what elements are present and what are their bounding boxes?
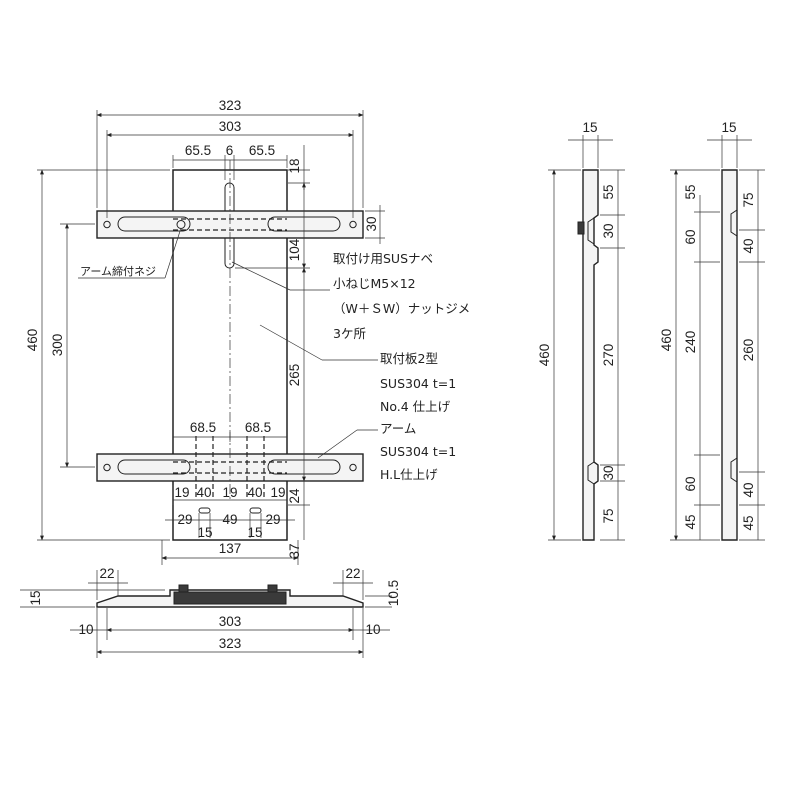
dim-18: 18 [287,158,302,173]
side2-profile [721,169,738,541]
dim-323-bottom: 323 [219,636,242,651]
bottom-arm-hole-left [103,463,111,472]
dim-29-left: 29 [177,512,192,527]
label-mount-line2: 小ねじM5×12 [333,276,416,291]
dim-side2-45a: 45 [683,514,698,529]
dim-265: 265 [287,364,302,387]
dim-15-right: 15 [247,525,262,540]
dim-37: 37 [287,543,302,558]
dim-side2-15: 15 [721,120,736,135]
dim-side2-40b: 40 [741,482,756,497]
dim-side2-55: 55 [683,184,698,199]
dim-6: 6 [226,143,234,158]
bottom-arm-hole-right [349,463,357,472]
dim-side1-15: 15 [582,120,597,135]
bottom-arm-slot-left [117,459,191,475]
dim-seg-40a: 40 [196,485,211,500]
dim-460-front: 460 [25,329,40,352]
dim-68-5-left: 68.5 [190,420,216,435]
side1-screw [577,221,585,235]
dim-300: 300 [50,334,65,357]
dim-side2-60b: 60 [683,476,698,491]
label-plate-line1: 取付板2型 [380,351,438,366]
dim-seg-19b: 19 [222,485,237,500]
dim-side2-40a: 40 [741,238,756,253]
label-arm-screw: アーム締付ネジ [80,264,156,278]
dim-10-right: 10 [365,622,380,637]
dim-side2-60a: 60 [683,229,698,244]
dim-seg-19a: 19 [174,485,189,500]
label-mount-line1: 取付け用SUSナベ [333,251,433,266]
dim-49: 49 [222,512,237,527]
dim-side1-30a: 30 [601,223,616,238]
dim-15-left: 15 [197,525,212,540]
label-arm-line2: SUS304 t=1 [380,444,456,459]
dim-10-left: 10 [78,622,93,637]
front-view: 323 303 65.5 6 65.5 18 104 30 460 [25,98,470,565]
label-mount-line4: 3ケ所 [333,326,366,341]
label-plate-line2: SUS304 t=1 [380,376,456,391]
dim-22-right: 22 [345,566,360,581]
dim-side2-260: 260 [741,339,756,362]
dim-side1-75: 75 [601,508,616,523]
dim-303-bottom: 303 [219,614,242,629]
dim-side1-460: 460 [537,344,552,367]
dim-65-5-left: 65.5 [185,143,211,158]
dim-side2-75: 75 [741,192,756,207]
dim-104: 104 [287,238,302,261]
bottom-view: 22 22 15 10.5 10 10 303 323 [20,566,401,658]
dim-side2-45b: 45 [741,515,756,530]
label-arm-line1: アーム [380,421,416,436]
dim-side2-240: 240 [683,331,698,354]
dim-30-arm: 30 [364,216,379,231]
dim-24: 24 [287,488,302,504]
side-view-1: 15 460 55 30 270 30 75 [537,120,625,541]
dim-side2-460: 460 [659,329,674,352]
dim-10-5: 10.5 [386,580,401,606]
side1-profile [582,169,599,541]
dim-137: 137 [219,541,242,556]
dim-29-right: 29 [265,512,280,527]
dim-15-height: 15 [28,590,43,605]
dim-seg-40b: 40 [247,485,262,500]
top-arm-hole-right [349,220,357,229]
top-arm-hole-left [103,220,111,229]
label-arm-line3: H.L仕上げ [380,467,438,482]
dim-303: 303 [219,119,242,134]
side-view-2: 15 460 55 60 240 60 45 75 40 260 40 45 [659,120,765,541]
dim-side1-270: 270 [601,344,616,367]
dim-side1-30b: 30 [601,465,616,480]
dim-68-5-right: 68.5 [245,420,271,435]
top-arm-slot-left [117,216,191,232]
label-plate-line3: No.4 仕上げ [380,399,451,414]
bottom-view-plate [173,591,287,605]
dim-side1-55: 55 [601,184,616,199]
dim-seg-19c: 19 [270,485,285,500]
dim-65-5-right: 65.5 [249,143,275,158]
dim-22-left: 22 [99,566,114,581]
label-mount-line3: （W＋ＳW）ナットジメ [333,301,470,316]
dim-323: 323 [219,98,242,113]
